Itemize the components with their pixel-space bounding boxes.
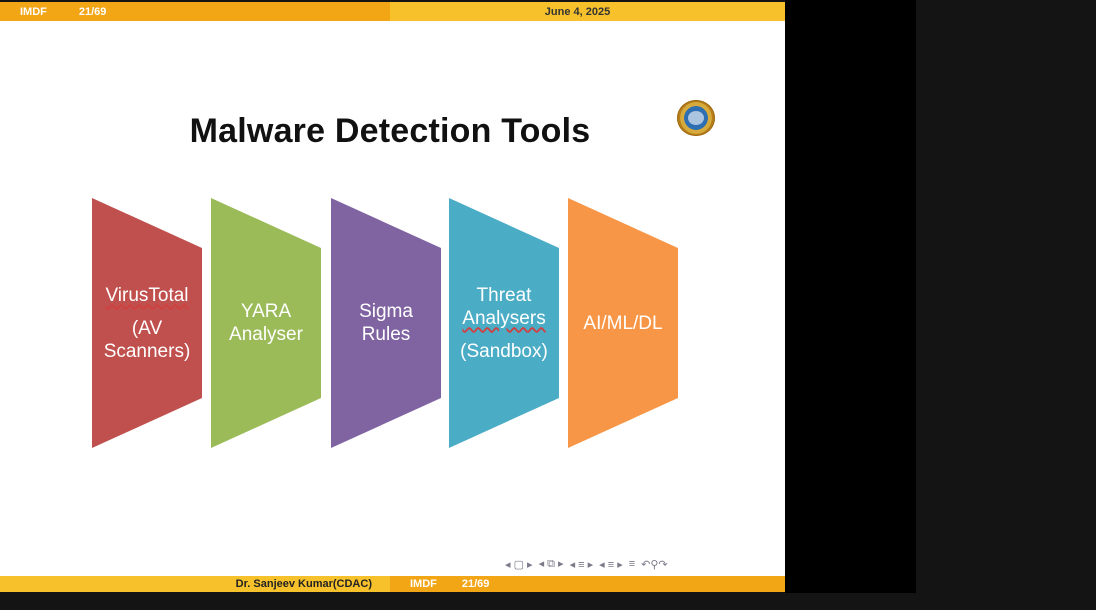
tool-threat-line2: Analysers <box>462 307 546 329</box>
right-black-margin <box>785 0 916 593</box>
tool-sigma-line1: Sigma <box>359 301 413 322</box>
tool-virustotal-line2: (AV <box>131 317 163 339</box>
footer-page-counter: 21/69 <box>461 578 490 590</box>
tool-virustotal-line3: Scanners) <box>103 340 191 362</box>
nav-undo-search-redo-icon[interactable]: ↶⚲↷ <box>641 558 668 571</box>
nav-first-icon[interactable]: ◂ ▢ ▸ <box>505 558 533 571</box>
tool-ai-line1: AI/ML/DL <box>583 312 663 334</box>
footer-right: IMDF 21/69 <box>390 576 785 592</box>
footer-short-title: IMDF <box>410 578 437 590</box>
header-left: IMDF 21/69 <box>0 2 390 21</box>
slide-title: Malware Detection Tools <box>189 112 591 150</box>
cdac-logo-icon <box>677 100 715 136</box>
bottom-dark-margin <box>0 593 916 610</box>
footer-bar: Dr. Sanjeev Kumar(CDAC) IMDF 21/69 <box>0 576 785 592</box>
nav-frame-icon[interactable]: ◂ ⧉ ▸ <box>538 558 564 570</box>
nav-align-icon[interactable]: ≡ <box>628 558 636 570</box>
header-bar: IMDF 21/69 June 4, 2025 <box>0 2 785 21</box>
tool-yara-line1: YARA <box>240 301 292 322</box>
nav-subsection-icon[interactable]: ◂ ≡ ▸ <box>599 558 623 571</box>
tool-threat-line3: (Sandbox) <box>460 340 548 362</box>
nav-section-icon[interactable]: ◂ ≡ ▸ <box>569 558 594 571</box>
header-date: June 4, 2025 <box>544 5 611 18</box>
tool-yara-line2: Analyser <box>229 324 303 345</box>
header-page-counter: 21/69 <box>78 5 107 18</box>
header-imdf-label: IMDF <box>20 5 47 18</box>
footer-left: Dr. Sanjeev Kumar(CDAC) <box>0 576 390 592</box>
header-right: June 4, 2025 <box>390 2 785 21</box>
tool-threat-line1: Threat <box>476 284 532 306</box>
tool-sigma-line2: Rules <box>361 324 411 345</box>
beamer-nav-bar: ◂ ▢ ▸ ◂ ⧉ ▸ ◂ ≡ ▸ ◂ ≡ ▸ ≡ ↶⚲↷ <box>505 556 668 572</box>
tool-virustotal-line1: VirusTotal <box>105 284 189 306</box>
footer-author: Dr. Sanjeev Kumar(CDAC) <box>235 578 372 590</box>
